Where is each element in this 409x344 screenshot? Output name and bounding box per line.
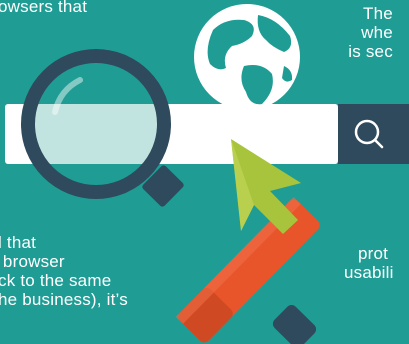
text-line: l that xyxy=(0,233,37,252)
text-line: he business), it’s xyxy=(0,290,128,309)
text-block-top-left: owsers that xyxy=(0,0,87,16)
text-line: is sec xyxy=(348,42,393,61)
text-line: prot xyxy=(358,244,389,263)
text-block-bottom-right: prot usabili xyxy=(344,244,394,282)
text-block-top-right: The whe is sec xyxy=(343,4,393,61)
globe-icon xyxy=(194,4,300,110)
text-block-bottom-left: l that browser ck to the same he busines… xyxy=(0,233,128,309)
search-button[interactable] xyxy=(338,104,409,164)
text-line: The xyxy=(363,4,393,23)
magnifying-glass-icon xyxy=(21,49,320,344)
text-line: browser xyxy=(0,252,65,271)
text-line: owsers that xyxy=(0,0,88,16)
text-line: ck to the same xyxy=(0,271,112,290)
text-line: whe xyxy=(361,23,393,42)
search-bar[interactable] xyxy=(5,104,338,164)
search-icon xyxy=(354,119,384,149)
text-line: usabili xyxy=(344,263,394,282)
cursor-arrow-icon xyxy=(231,139,301,234)
